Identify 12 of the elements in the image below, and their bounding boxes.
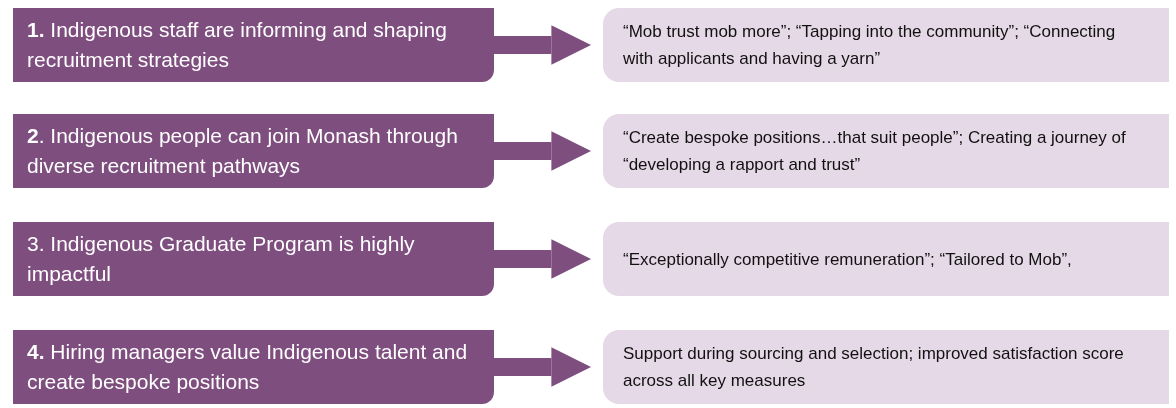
arrow [494, 239, 591, 279]
arrow [494, 25, 591, 65]
evidence-box: “Create bespoke positions…that suit people”; Creating a journey of “developing a rapport and trust” [603, 114, 1169, 188]
evidence-box: “Exceptionally competitive remuneration”; “Tailored to Mob”, [603, 222, 1169, 296]
arrow [494, 131, 591, 171]
finding-box: 3. Indigenous Graduate Program is highly impactful [13, 222, 494, 296]
finding-box: 1. Indigenous staff are informing and shaping recruitment strategies [13, 8, 494, 82]
finding-box: 4. Hiring managers value Indigenous talent and create bespoke positions [13, 330, 494, 404]
evidence-box: “Mob trust mob more”; “Tapping into the community”; “Connecting with applicants and having a yarn” [603, 8, 1169, 82]
evidence-box: Support during sourcing and selection; improved satisfaction score across all key measures [603, 330, 1169, 404]
finding-box: 2. Indigenous people can join Monash through diverse recruitment pathways [13, 114, 494, 188]
arrow [494, 347, 591, 387]
